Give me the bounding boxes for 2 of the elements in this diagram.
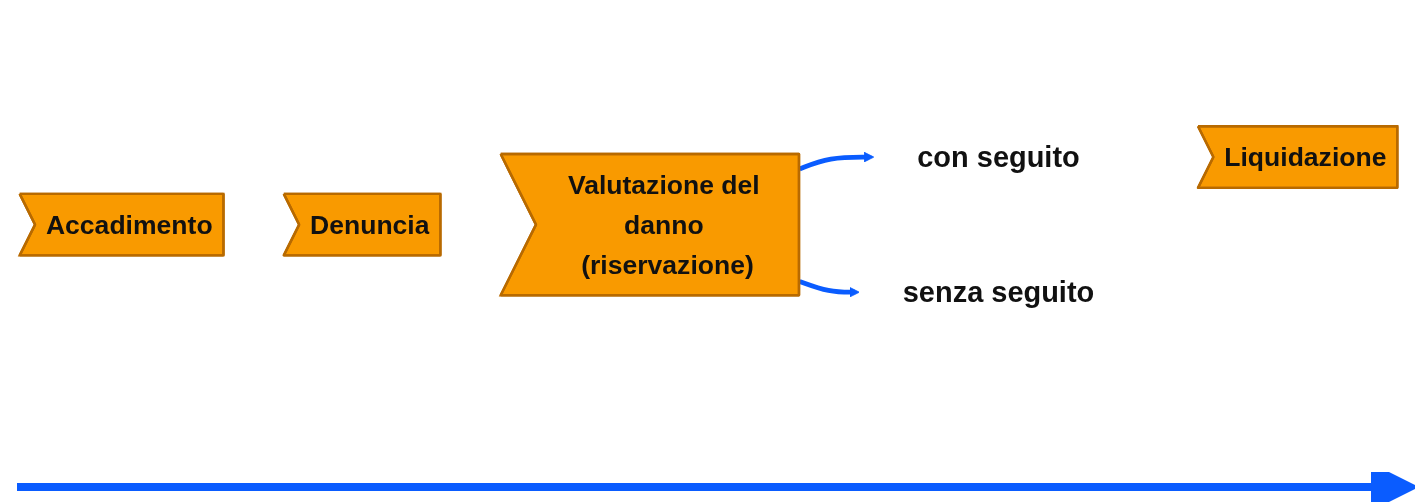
node-text: con seguito [917,140,1080,174]
node-text: senza seguito [902,275,1095,309]
